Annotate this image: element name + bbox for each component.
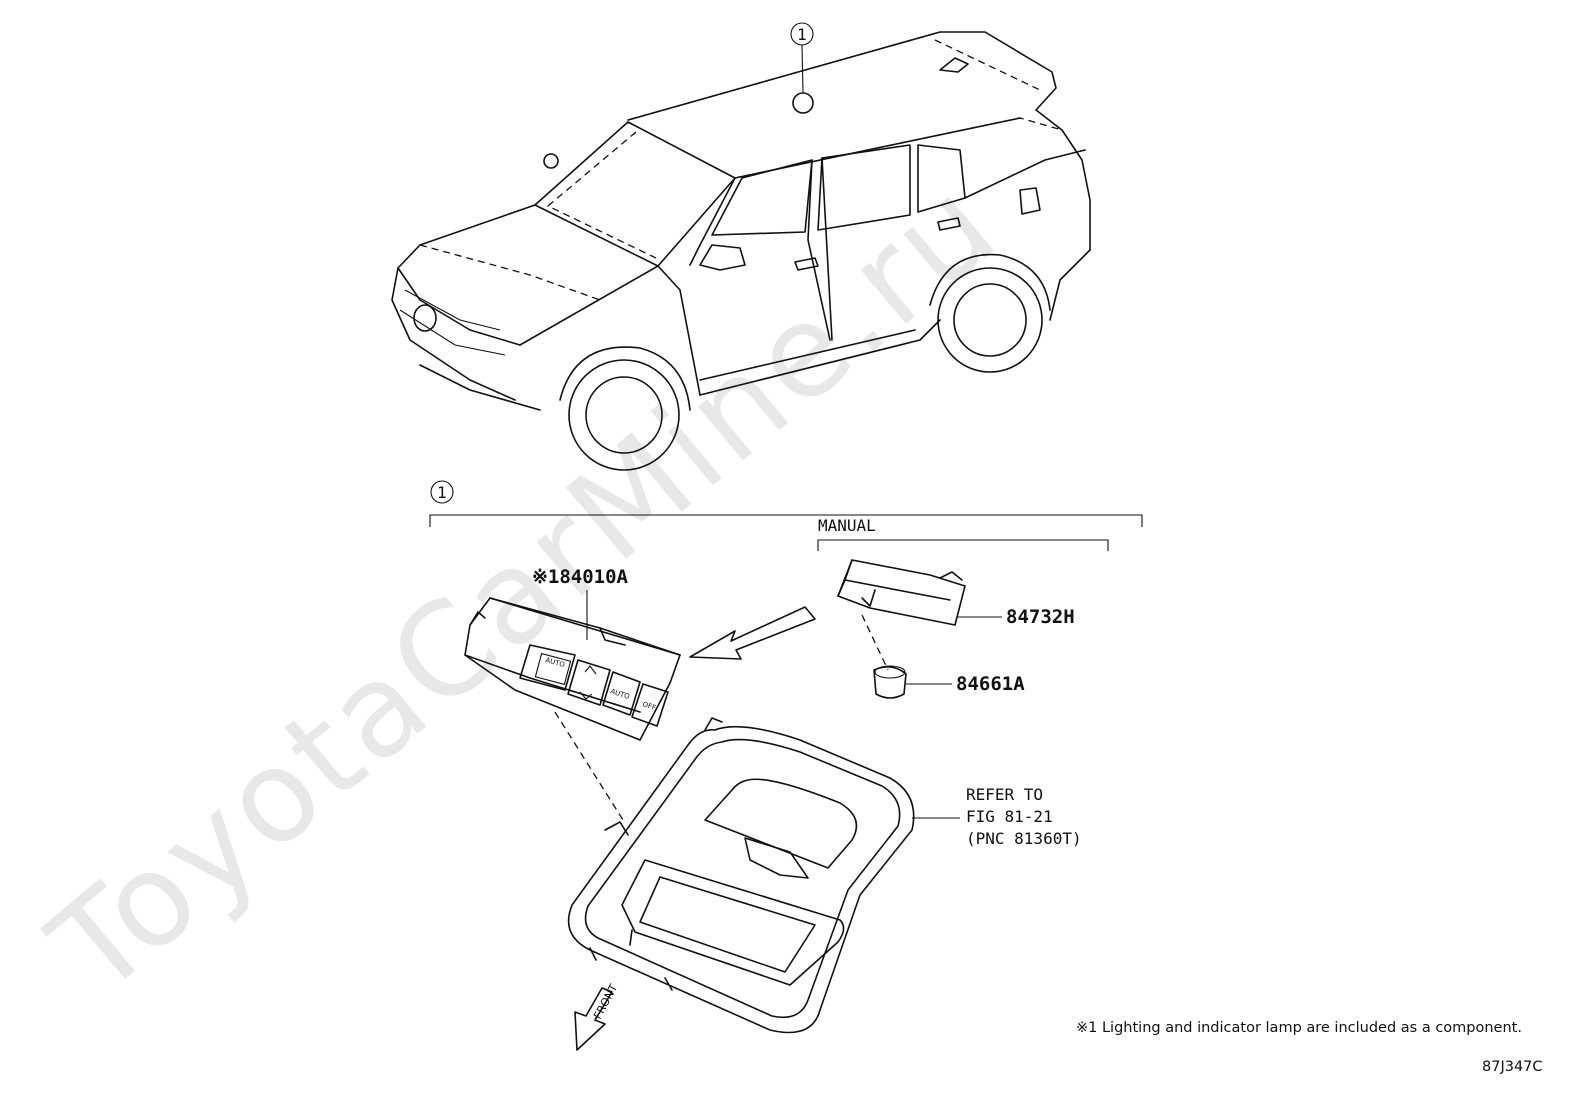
manual-bracket: MANUAL xyxy=(817,516,1109,551)
watermark-text: ToyotaCarMine.ru xyxy=(23,150,1025,1025)
part-label-84010a: ※184010A xyxy=(532,566,629,588)
callout-number-bracket: 1 xyxy=(437,483,447,502)
overhead-console-bezel xyxy=(567,717,915,1034)
callout-circle-icon: 1 xyxy=(790,22,814,94)
front-direction-arrow-icon: FRONT xyxy=(574,982,620,1051)
switch-off: OFF xyxy=(641,700,656,712)
manual-light-switch xyxy=(837,559,966,626)
vehicle-illustration xyxy=(391,31,1091,471)
switch-auto: AUTO xyxy=(609,687,631,701)
front-label: FRONT xyxy=(591,982,620,1022)
manual-label: MANUAL xyxy=(818,516,876,535)
part-label-84661a: 84661A xyxy=(956,673,1025,695)
auto-indicator xyxy=(534,652,572,686)
refer-line-1: REFER TO xyxy=(966,785,1043,804)
indicator-bulb xyxy=(873,665,907,699)
assembly-bracket: 1 xyxy=(429,480,1143,527)
front-mirror-pod xyxy=(543,153,559,169)
footnote: ※1 Lighting and indicator lamp are inclu… xyxy=(1076,1020,1522,1036)
roof-location-marker xyxy=(792,92,814,114)
refer-line-2: FIG 81-21 xyxy=(966,807,1053,826)
callout-number-top: 1 xyxy=(797,25,807,44)
switch-auto-top: AUTO xyxy=(544,656,566,669)
climate-control-unit: AUTO AUTO OFF xyxy=(464,597,681,741)
refer-line-3: (PNC 81360T) xyxy=(966,829,1082,848)
part-label-84732h: 84732H xyxy=(1006,606,1075,628)
assembly-direction-arrow-icon xyxy=(689,606,816,660)
figure-code: 87J347C xyxy=(1482,1059,1543,1075)
